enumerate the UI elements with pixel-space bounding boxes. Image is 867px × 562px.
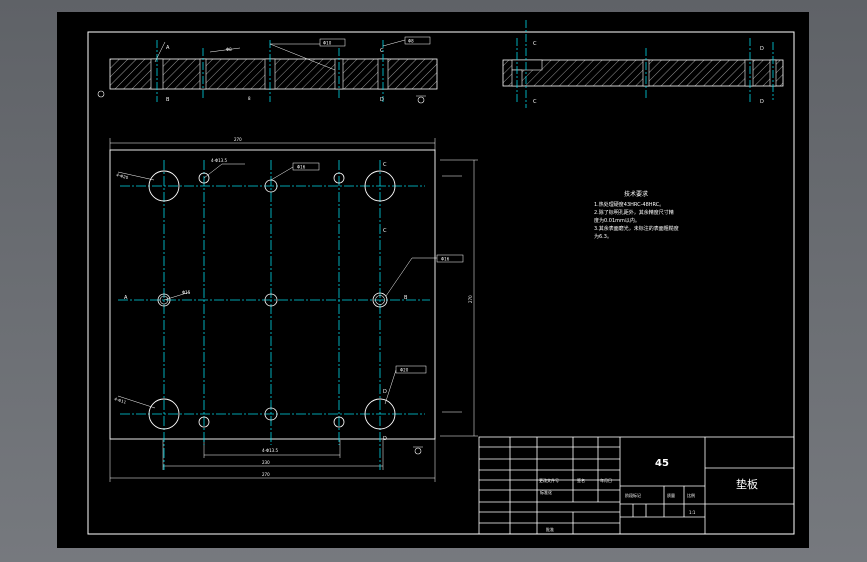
section-mark-c-right-bottom: C <box>533 99 537 105</box>
tech-requirements-heading: 技术要求 <box>624 190 648 198</box>
tech-line-4: 3.其余表面磨光，未标注的表面粗糙度 <box>594 225 679 232</box>
label-signature: 签名 <box>577 477 585 483</box>
callout-left-hole: 4-Φ11 <box>114 396 128 405</box>
plate-outline <box>109 149 436 440</box>
hole-small <box>333 416 345 428</box>
label-stage-mark: 阶段标记 <box>625 492 641 498</box>
tech-line-5: 为6.3。 <box>594 233 612 240</box>
dim-width-top: 270 <box>234 137 242 142</box>
dim-inner: 230 <box>262 460 270 465</box>
label-date: 年月日 <box>600 477 612 483</box>
sub-dimension: 8 <box>248 96 251 101</box>
section-mark-c-right: C <box>533 41 537 47</box>
tech-line-2: 2.除了标明孔距外，其余精度尺寸精 <box>594 209 674 216</box>
label-change-doc: 更改文件号 <box>539 477 559 483</box>
plan-mark-d: D <box>383 389 387 395</box>
section-mark-d-right-bottom: D <box>760 99 764 105</box>
section-callout-1: Φ10 <box>323 41 332 46</box>
section-mark-d: D <box>380 97 384 103</box>
label-standardize: 标准化 <box>540 489 552 495</box>
plan-mark-d2: D <box>383 436 387 442</box>
section-view-left: Φ10 Φ8 Φ8 8 A B C D <box>97 36 438 104</box>
plan-view: 270 270 230 4-Φ13.5 270 <box>109 137 478 482</box>
callout-small-hole: 4-Φ13.5 <box>211 158 227 163</box>
dim-width-bottom: 270 <box>262 472 270 477</box>
hole-large <box>148 398 180 430</box>
roughness-icon <box>417 96 425 104</box>
section-mark-a: A <box>166 45 170 51</box>
title-block <box>478 436 795 535</box>
plan-mark-b: B <box>404 295 408 301</box>
roughness-icon-plan <box>414 447 422 455</box>
hole-small <box>333 172 345 184</box>
tech-line-3: 度为0.01mm以内。 <box>594 217 640 224</box>
hole-medium <box>157 293 171 307</box>
hole-medium <box>372 292 388 308</box>
section-view-right: C C D D <box>502 20 784 108</box>
datum-symbol-left <box>97 90 105 98</box>
label-scale: 比例 <box>687 492 695 498</box>
callout-top-left: 4-Φ20 <box>116 172 130 180</box>
hole-large <box>148 170 180 202</box>
section-mark-d-right: D <box>760 46 764 52</box>
section-mark-b: B <box>166 97 170 103</box>
hole-large <box>364 170 396 202</box>
callout-mid-left: Φ15 <box>182 290 191 295</box>
label-weight: 质量 <box>667 492 675 498</box>
sheet-background <box>57 12 809 548</box>
hole-small <box>198 172 210 184</box>
material-text: 45 <box>655 458 669 469</box>
plan-mark-c2: C <box>383 228 387 234</box>
hole-medium <box>264 407 278 421</box>
hole-large <box>364 398 396 430</box>
plan-mark-c: C <box>383 162 387 168</box>
part-name: 垫板 <box>736 477 758 491</box>
hole-small <box>198 416 210 428</box>
callout-hole-a: Φ16 <box>297 165 306 170</box>
section-mark-c: C <box>380 48 384 54</box>
drawing-border <box>87 31 795 535</box>
plan-mark-a: A <box>124 295 128 301</box>
section-callout-2: Φ8 <box>408 39 414 44</box>
label-approve: 批准 <box>546 526 554 532</box>
callout-hole-b: Φ16 <box>441 257 450 262</box>
dim-bottom-hole: 4-Φ13.5 <box>262 448 278 453</box>
dim-height: 270 <box>468 295 473 303</box>
tech-requirements: 技术要求 1.热处理硬度43HRC-48HRC。 2.除了标明孔距外，其余精度尺… <box>594 190 679 240</box>
scale-value: 1:1 <box>689 510 696 515</box>
callout-hole-c: Φ20 <box>400 368 409 373</box>
hole-medium <box>264 293 278 307</box>
tech-line-1: 1.热处理硬度43HRC-48HRC。 <box>594 201 664 208</box>
angle-callout: Φ8 <box>226 47 232 52</box>
